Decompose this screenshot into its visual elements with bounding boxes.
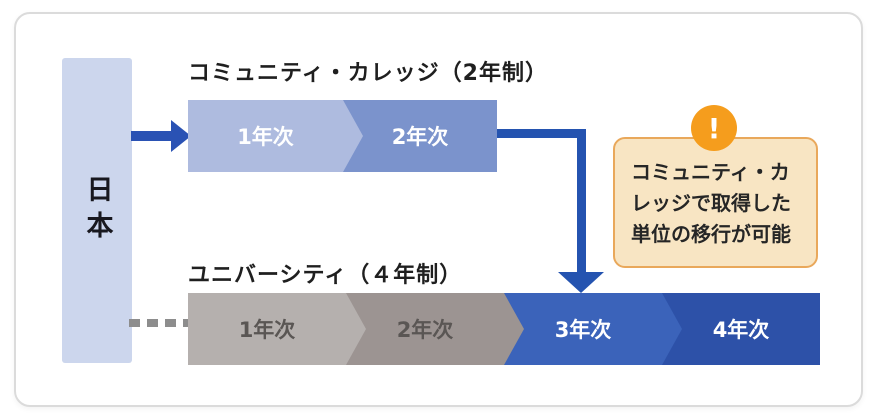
segment-label: 1年次 bbox=[237, 125, 294, 149]
japan-label: 日本 bbox=[81, 174, 113, 247]
transfer-arrow-vertical bbox=[577, 129, 586, 273]
japan-to-college-arrowhead-icon bbox=[171, 120, 191, 152]
community-college-title: コミュニティ・カレッジ（2年制） bbox=[188, 61, 548, 86]
university-year1-segment: 1年次 bbox=[188, 293, 366, 365]
exclamation-glyph: ! bbox=[707, 111, 721, 145]
segment-label: 4年次 bbox=[712, 318, 770, 342]
japan-to-university-dashed-line bbox=[129, 319, 189, 327]
segment-label: 1年次 bbox=[238, 318, 296, 342]
segment-label: 2年次 bbox=[391, 125, 449, 149]
university-year3-segment: 3年次 bbox=[504, 293, 682, 365]
exclamation-icon: ! bbox=[691, 105, 737, 151]
japan-box: 日本 bbox=[62, 58, 132, 363]
university-year2-segment: 2年次 bbox=[346, 293, 524, 365]
transfer-arrowhead-icon bbox=[558, 272, 604, 293]
transfer-arrow-horizontal bbox=[497, 129, 586, 138]
credit-transfer-callout-text: コミュニティ・カ レッジで取得した 単位の移行が可能 bbox=[631, 160, 791, 246]
community-college-year2-segment: 2年次 bbox=[343, 100, 497, 172]
community-college-year1-segment: 1年次 bbox=[188, 100, 363, 172]
credit-transfer-callout bbox=[613, 137, 818, 268]
segment-label: 3年次 bbox=[554, 318, 612, 342]
university-title: ユニバーシティ（４年制） bbox=[188, 263, 463, 288]
university-year4-segment: 4年次 bbox=[662, 293, 820, 365]
segment-label: 2年次 bbox=[396, 318, 454, 342]
japan-to-college-arrow bbox=[131, 131, 173, 141]
